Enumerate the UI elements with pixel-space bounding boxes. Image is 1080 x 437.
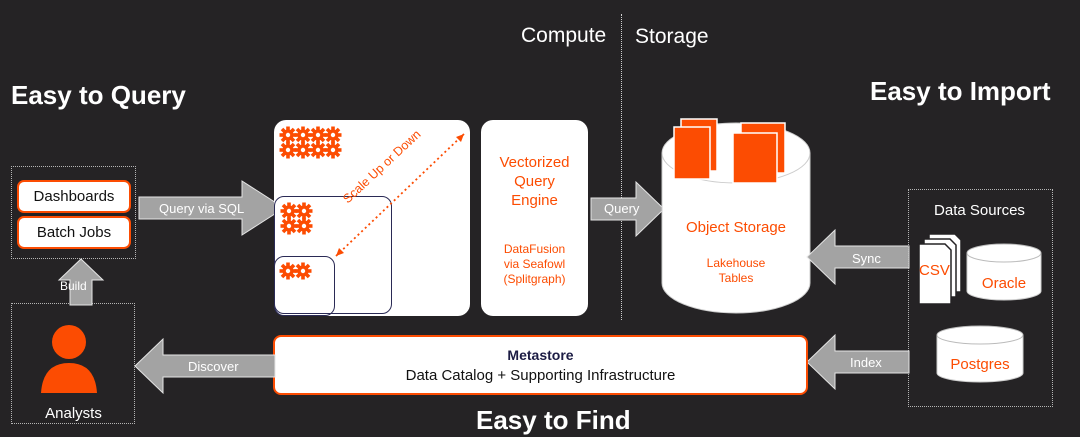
easy-to-query-heading: Easy to Query <box>11 80 186 110</box>
object-storage-cylinder <box>661 118 811 314</box>
batch-jobs-node[interactable]: Batch Jobs <box>17 216 131 249</box>
consumers-group <box>11 166 136 259</box>
oracle-label: Oracle <box>981 275 1027 292</box>
discover-label: Discover <box>188 359 239 374</box>
easy-to-import-heading: Easy to Import <box>870 76 1051 106</box>
query-engine-box <box>481 120 588 316</box>
csv-file-icon <box>918 233 962 305</box>
build-arrow <box>57 258 105 306</box>
engine-subtitle: DataFusion via Seafowl (Splitgraph) <box>503 242 566 286</box>
compute-label: Compute <box>521 24 607 47</box>
metastore-box[interactable] <box>273 335 808 395</box>
discover-arrow <box>134 337 276 395</box>
query-label: Query <box>604 201 640 216</box>
small-gear-cluster-icon <box>279 262 312 280</box>
oracle-db-icon <box>966 243 1042 301</box>
data-sources-title: Data Sources <box>934 202 1025 219</box>
engine-title: Vectorized Query Engine <box>499 154 570 209</box>
sync-label: Sync <box>852 251 881 266</box>
small-cluster-box <box>274 256 335 316</box>
query-via-sql-arrow <box>138 180 285 236</box>
storage-label: Storage <box>635 25 709 48</box>
query-via-sql-label: Query via SQL <box>159 201 245 216</box>
analyst-person-icon <box>41 325 97 393</box>
csv-label: CSV <box>919 262 950 279</box>
object-storage-title: Object Storage <box>685 219 787 236</box>
postgres-db-icon <box>936 325 1024 383</box>
query-arrow <box>590 180 665 238</box>
sync-arrow <box>806 228 910 286</box>
scale-arrow <box>335 133 465 257</box>
medium-gear-cluster-icon <box>280 202 313 235</box>
postgres-label: Postgres <box>950 356 1010 373</box>
build-label: Build <box>60 279 87 293</box>
easy-to-find-heading: Easy to Find <box>476 405 631 435</box>
analysts-label: Analysts <box>45 405 102 422</box>
table-pages-icon <box>673 118 786 184</box>
medium-cluster-box <box>274 196 392 314</box>
object-storage-subtitle: Lakehouse Tables <box>706 256 766 285</box>
index-arrow <box>806 333 910 391</box>
index-label: Index <box>850 355 882 370</box>
compute-storage-divider <box>621 14 622 320</box>
dashboards-node[interactable]: Dashboards <box>17 180 131 213</box>
data-sources-group <box>908 189 1053 407</box>
metastore-subtitle: Data Catalog + Supporting Infrastructure <box>405 367 676 384</box>
metastore-title: Metastore <box>507 347 574 363</box>
